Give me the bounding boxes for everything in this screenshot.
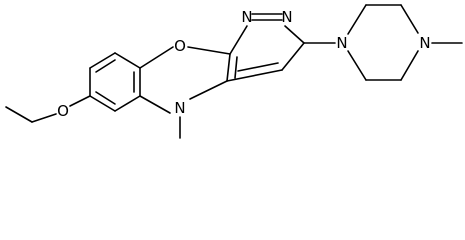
bond-benz-5: [114, 95, 141, 112]
atom-o-ring: O: [174, 37, 186, 55]
bond-n-pyridazine: [189, 80, 228, 100]
bond-pip-1: [347, 4, 367, 35]
piperazine-ring: [303, 4, 463, 81]
bond-ethyl-ch3-ch2: [5, 106, 33, 123]
chemical-structure-diagram: O O N N N N N: [5, 4, 463, 139]
bond-benz-2: [89, 52, 116, 69]
atom-n-pyridazine-1: N: [241, 8, 252, 26]
bond-pyr-c-ch: [281, 42, 305, 71]
bond-pip-3: [400, 4, 419, 34]
ethoxy-group: [5, 95, 91, 123]
atom-labels: O O N N N N N: [57, 8, 431, 120]
oxazine-ring: [139, 46, 231, 139]
bond-o-pyridazine: [187, 46, 231, 55]
bond-pyr-ch-c: [226, 69, 283, 82]
bond-o-aryl: [69, 95, 91, 107]
bond-pyr-fusion: [226, 53, 231, 82]
bond-benz-double-c: [95, 91, 116, 105]
bond-pyr-c-n: [229, 25, 248, 55]
atom-o-ether: O: [57, 102, 69, 120]
bond-pip-4: [400, 50, 419, 81]
bond-pyr-ch-c-double: [237, 62, 279, 72]
bond-aryl-o: [139, 46, 174, 69]
pyridazine-ring: [226, 13, 305, 82]
bond-benz-3: [114, 52, 141, 69]
bond-pyr-fusion-double: [234, 56, 238, 79]
bond-benz-double-a: [95, 59, 116, 73]
bond-aryl-n: [139, 95, 171, 114]
benzene-ring: [89, 52, 141, 112]
bond-pip-6: [347, 50, 367, 81]
atom-n-ring-methyl: N: [174, 99, 185, 117]
atom-n-pyridazine-2: N: [281, 8, 292, 26]
bond-benz-6: [89, 95, 116, 112]
bond-ethyl-ch2-o: [31, 113, 57, 123]
bond-pyr-n-c: [284, 25, 305, 44]
atom-n-piperazine-1: N: [336, 34, 347, 52]
atom-n-piperazine-2: N: [419, 34, 430, 52]
